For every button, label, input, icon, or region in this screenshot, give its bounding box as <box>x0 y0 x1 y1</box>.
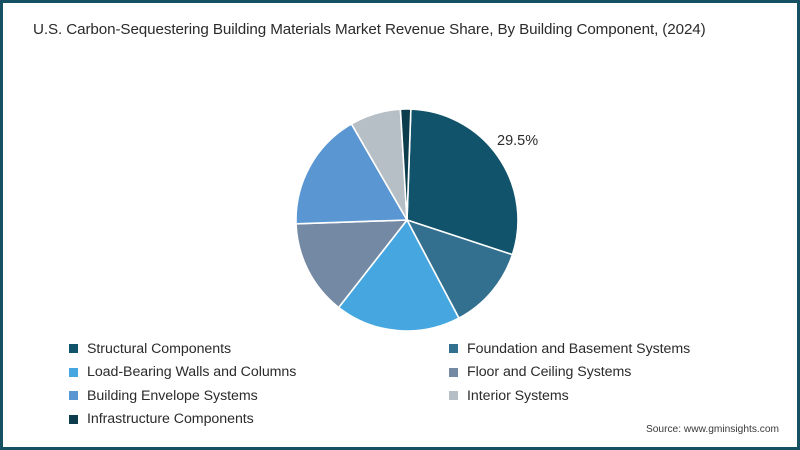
chart-title: U.S. Carbon-Sequestering Building Materi… <box>33 21 706 38</box>
pie-slice[interactable]: Infrastructure Components 1.5% <box>399 108 412 221</box>
legend-swatch-icon <box>69 367 78 377</box>
legend-swatch-icon <box>449 367 458 377</box>
legend-item-label: Load-Bearing Walls and Columns <box>87 364 297 381</box>
pie-slice[interactable]: Structural Components 29.5% <box>406 108 519 256</box>
legend-swatch-icon <box>449 391 458 401</box>
pie-slice[interactable]: Floor and Ceiling Systems 13.9% <box>295 219 408 309</box>
pie-slice[interactable]: Building Envelope Systems 17.2% <box>295 123 408 225</box>
legend-item[interactable]: Load-Bearing Walls and Columns <box>69 361 439 385</box>
legend-item[interactable]: Interior Systems <box>449 384 769 408</box>
legend-item-label: Floor and Ceiling Systems <box>467 364 632 381</box>
legend-item[interactable]: Infrastructure Components <box>69 408 439 432</box>
legend-swatch-icon <box>69 344 78 354</box>
legend-item-label: Interior Systems <box>467 387 569 404</box>
legend-swatch-icon <box>69 414 78 424</box>
legend-swatch-icon <box>69 391 78 401</box>
legend-item[interactable]: Structural Components <box>69 337 439 361</box>
pie-slice-group: Structural Components 29.5%Foundation an… <box>295 108 519 332</box>
legend-swatch-icon <box>449 344 458 354</box>
legend-item-label: Foundation and Basement Systems <box>467 340 691 357</box>
pie-slice[interactable]: Load-Bearing Walls and Columns 18.3% <box>337 219 460 332</box>
source-attribution: Source: www.gminsights.com <box>645 424 779 435</box>
pie-chart-svg: Structural Components 29.5%Foundation an… <box>295 108 519 332</box>
legend-item[interactable]: Foundation and Basement Systems <box>449 337 769 361</box>
legend-item[interactable]: Building Envelope Systems <box>69 384 439 408</box>
pie-slice[interactable]: Foundation and Basement Systems 12.2% <box>406 219 514 319</box>
legend-item-label: Structural Components <box>87 340 232 357</box>
legend-item-label: Infrastructure Components <box>87 411 254 428</box>
pie-chart: Structural Components 29.5%Foundation an… <box>295 108 519 332</box>
legend-item[interactable]: Floor and Ceiling Systems <box>449 361 769 385</box>
legend-item-label: Building Envelope Systems <box>87 387 258 404</box>
pie-slice-value-label: 29.5% <box>497 133 539 149</box>
